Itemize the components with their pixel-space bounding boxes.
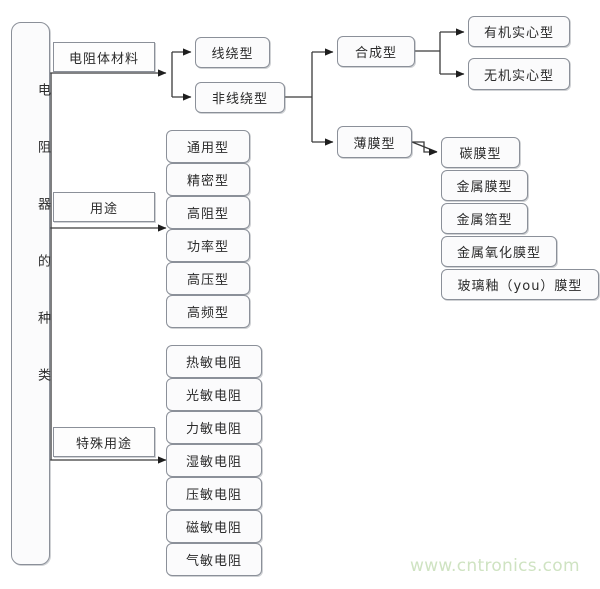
node-thermistor-label: 热敏电阻 — [185, 356, 242, 371]
node-glass-glaze-film[interactable]: 玻璃釉（you）膜型 — [441, 269, 599, 300]
branch-special-usage-label: 特殊用途 — [75, 436, 132, 452]
node-high-frequency-label: 高频型 — [186, 306, 229, 321]
node-magneto-resistor-label: 磁敏电阻 — [185, 521, 242, 536]
node-varistor-label: 压敏电阻 — [185, 488, 242, 503]
node-power[interactable]: 功率型 — [166, 229, 250, 262]
node-varistor[interactable]: 压敏电阻 — [166, 477, 262, 510]
node-metal-oxide-film[interactable]: 金属氧化膜型 — [441, 236, 557, 267]
node-force-sensitive-resistor-label: 力敏电阻 — [185, 422, 242, 437]
node-carbon-film[interactable]: 碳膜型 — [441, 137, 520, 168]
branch-special-usage[interactable]: 特殊用途 — [53, 427, 155, 457]
node-high-voltage-label: 高压型 — [186, 273, 229, 288]
branch-material[interactable]: 电阻体材料 — [53, 42, 155, 72]
line-to-carbon-film — [412, 141, 438, 156]
node-photoresistor[interactable]: 光敏电阻 — [166, 378, 262, 411]
node-inorganic-solid-label: 无机实心型 — [483, 68, 554, 84]
site-watermark: www.cntronics.com — [410, 556, 580, 576]
node-gas-sensitive-resistor[interactable]: 气敏电阻 — [166, 543, 262, 576]
node-composite-label: 合成型 — [354, 46, 397, 61]
node-film[interactable]: 薄膜型 — [337, 126, 412, 158]
node-high-frequency[interactable]: 高频型 — [166, 295, 250, 328]
node-gas-sensitive-resistor-label: 气敏电阻 — [185, 554, 242, 569]
node-metal-oxide-film-label: 金属氧化膜型 — [456, 246, 541, 261]
node-carbon-film-label: 碳膜型 — [459, 147, 502, 162]
node-wirewound-label: 线绕型 — [211, 47, 254, 62]
node-precision[interactable]: 精密型 — [166, 163, 250, 196]
node-high-resistance-label: 高阻型 — [186, 207, 229, 222]
node-magneto-resistor[interactable]: 磁敏电阻 — [166, 510, 262, 543]
node-non-wirewound[interactable]: 非线绕型 — [195, 82, 285, 113]
node-metal-film[interactable]: 金属膜型 — [441, 170, 528, 201]
branch-usage-label: 用途 — [89, 201, 118, 217]
node-general-purpose[interactable]: 通用型 — [166, 130, 250, 163]
node-organic-solid[interactable]: 有机实心型 — [468, 16, 570, 47]
node-photoresistor-label: 光敏电阻 — [185, 389, 242, 404]
node-wirewound[interactable]: 线绕型 — [195, 37, 270, 68]
node-precision-label: 精密型 — [186, 174, 229, 189]
node-metal-foil-label: 金属箔型 — [456, 213, 513, 228]
node-force-sensitive-resistor[interactable]: 力敏电阻 — [166, 411, 262, 444]
node-metal-foil[interactable]: 金属箔型 — [441, 203, 528, 234]
node-inorganic-solid[interactable]: 无机实心型 — [468, 58, 570, 90]
node-organic-solid-label: 有机实心型 — [483, 26, 554, 41]
node-thermistor[interactable]: 热敏电阻 — [166, 345, 262, 378]
node-high-voltage[interactable]: 高压型 — [166, 262, 250, 295]
node-film-label: 薄膜型 — [353, 136, 396, 152]
branch-usage[interactable]: 用途 — [53, 192, 155, 222]
root-node[interactable]: 电阻器的种类 — [11, 22, 50, 565]
root-label: 电阻器的种类 — [35, 83, 50, 425]
node-humidity-sensitive-resistor-label: 湿敏电阻 — [185, 455, 242, 470]
node-general-purpose-label: 通用型 — [186, 141, 229, 156]
node-glass-glaze-film-label: 玻璃釉（you）膜型 — [457, 279, 583, 294]
node-high-resistance[interactable]: 高阻型 — [166, 196, 250, 229]
branch-material-label: 电阻体材料 — [68, 51, 139, 67]
node-composite[interactable]: 合成型 — [337, 36, 415, 67]
node-power-label: 功率型 — [186, 240, 229, 255]
node-metal-film-label: 金属膜型 — [456, 180, 513, 195]
node-humidity-sensitive-resistor[interactable]: 湿敏电阻 — [166, 444, 262, 477]
node-non-wirewound-label: 非线绕型 — [211, 92, 268, 107]
